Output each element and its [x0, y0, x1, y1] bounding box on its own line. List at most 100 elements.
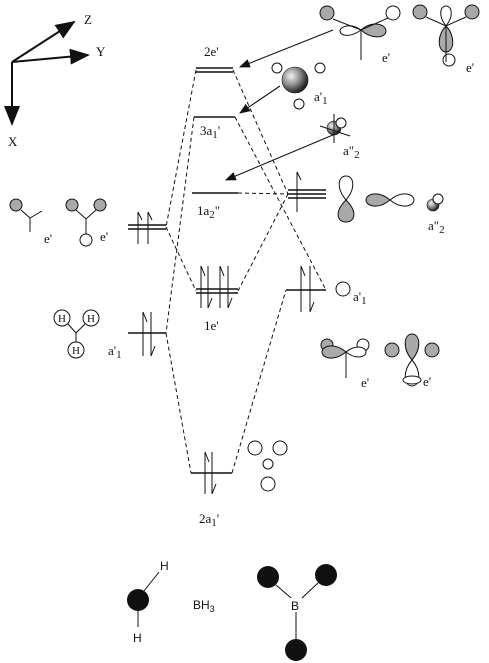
bonding-e-orbitals: e' e'	[320, 333, 440, 390]
h3-e-orbital-1	[9, 198, 43, 232]
bond-left	[275, 584, 292, 599]
e-antibonding-orbital-2	[412, 4, 480, 67]
corr-1a2-right	[237, 192, 289, 195]
corr-1e-left	[165, 226, 197, 292]
spin-up-1e-a	[200, 265, 206, 308]
spin-up-2a1	[204, 451, 210, 494]
mo-levels: 2e' 3a1' 1a2" 1e' 2a1'	[191, 44, 238, 529]
h-lobe	[247, 440, 263, 456]
bond-right	[301, 582, 319, 599]
label-2e: 2e'	[204, 44, 219, 59]
h-lobe	[412, 4, 428, 20]
y-axis	[11, 48, 90, 65]
s-sphere	[281, 66, 309, 94]
p-lobe-right	[389, 193, 415, 207]
corr-2a1-left	[165, 332, 192, 474]
arrow-to-1a2	[224, 131, 341, 181]
h-lobe	[314, 62, 326, 74]
corr-3a1-right	[234, 116, 327, 291]
a1-bonding-orbital	[247, 440, 288, 492]
h3-a1-orbital: H H H	[53, 309, 100, 359]
corr-2e-left	[165, 69, 197, 228]
right-levels	[286, 171, 326, 313]
h-lobe	[319, 5, 335, 21]
arrow-to-3a1	[239, 85, 281, 114]
boron-label: B	[291, 599, 299, 613]
right-s-spin-up	[300, 265, 306, 312]
x-axis-label: X	[8, 134, 18, 149]
spin-down-2a1	[211, 452, 217, 495]
p-orbital-z	[426, 193, 444, 212]
pointer-arrows	[224, 29, 341, 181]
lobe-a	[65, 198, 79, 212]
h-label-1: H	[58, 313, 66, 325]
right-a2-label-top: a"2	[343, 143, 360, 161]
h-lobe-bottom	[442, 53, 456, 67]
right-s-spin-down	[309, 266, 315, 313]
axes-diagram: X Y Z	[4, 12, 106, 149]
arrow-to-2e	[238, 29, 334, 68]
h-label-2: H	[87, 313, 95, 325]
correlation-lines	[165, 69, 327, 474]
h-ball-left	[257, 566, 279, 588]
spin-up-1e-b	[219, 265, 225, 308]
left-a1-spin-up	[142, 311, 148, 356]
p-lobe-down	[337, 199, 355, 223]
pz-lobe-back	[432, 193, 444, 205]
h-lobe	[384, 342, 400, 358]
right-p-spin	[296, 171, 302, 212]
bh-fragment: H H	[127, 559, 169, 645]
h-atom-2	[82, 309, 100, 327]
bonding-e-orbital-2	[384, 333, 440, 387]
p-lobe-left	[321, 345, 347, 359]
corr-2a1-right	[231, 289, 287, 474]
boron-ball	[127, 589, 149, 611]
left-e-label-2: e'	[100, 229, 108, 244]
p-lobe-up	[440, 5, 452, 27]
spin-down-1e-a	[207, 266, 213, 309]
h-atom-1	[53, 309, 71, 327]
bond	[332, 17, 389, 60]
label-1e: 1e'	[204, 318, 219, 333]
p-lobe-right	[345, 346, 367, 358]
h-label-3: H	[72, 345, 80, 357]
right-a1-label-top: a'1	[314, 89, 328, 107]
spin-down-1e-b	[227, 266, 233, 309]
h-lobe	[271, 62, 283, 74]
formula-label: BH3	[193, 598, 215, 614]
e-antibonding-orbital-1	[319, 5, 401, 60]
bonding-e-orbital-1	[320, 338, 370, 378]
lobe	[9, 198, 23, 212]
label-3a1: 3a1'	[200, 123, 220, 141]
bond	[20, 209, 43, 232]
right-e-label-top-2: e'	[466, 60, 474, 75]
lobe-b	[93, 198, 107, 212]
p-orbital-vertical	[337, 175, 355, 223]
corr-2e-right	[232, 69, 289, 195]
y-axis-label: Y	[96, 44, 106, 59]
right-e-label-bottom: e'	[361, 375, 369, 390]
h-lobe	[424, 342, 440, 358]
h3-e-orbital-2	[65, 198, 107, 247]
lobe-c	[79, 233, 93, 247]
left-a1-label: a'1	[108, 343, 122, 361]
corr-3a1-left	[165, 116, 195, 334]
pz-lobe-top	[335, 117, 347, 129]
p-lobe-right	[360, 23, 387, 38]
corr-1e-right	[237, 193, 289, 292]
bh3-structure: B	[257, 564, 337, 661]
bond-up	[143, 571, 160, 592]
h-lobe	[260, 476, 276, 492]
left-e-label-1: e'	[44, 231, 52, 246]
right-e-label-bottom-2: e'	[423, 374, 431, 389]
right-e-label-top: e'	[382, 50, 390, 65]
p-lobe-left	[339, 25, 362, 36]
h-ball-right	[315, 564, 337, 586]
left-levels	[128, 211, 166, 357]
p-lobe-base	[402, 375, 422, 385]
left-orbital-pictures: e' e' H H H a'1	[9, 198, 122, 361]
h-bottom-label: H	[133, 631, 142, 645]
p-lobe-left	[365, 193, 391, 207]
right-a2-label-mid: a"2	[428, 218, 445, 236]
